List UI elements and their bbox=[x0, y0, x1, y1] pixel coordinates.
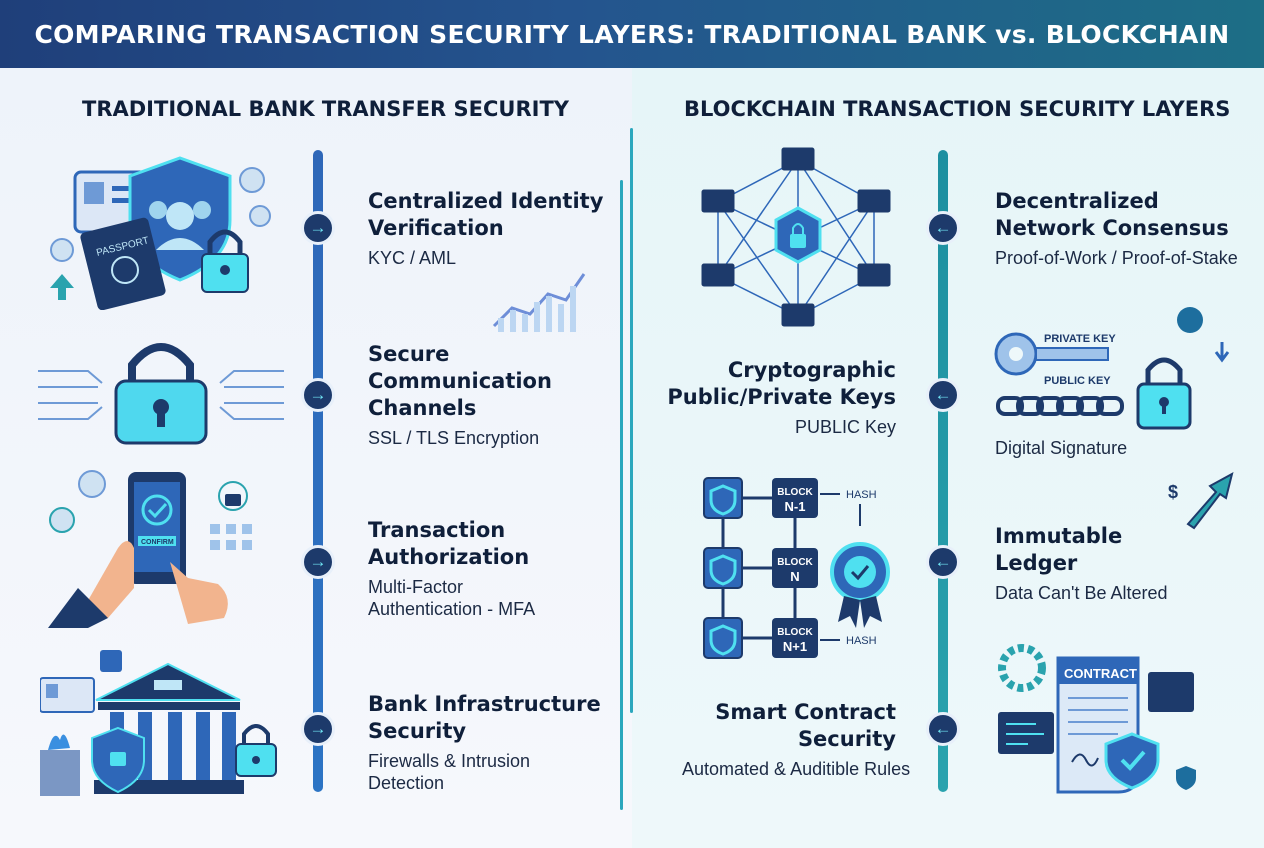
left-node-3-arrow-icon: → bbox=[301, 545, 335, 579]
svg-text:BLOCK: BLOCK bbox=[777, 487, 813, 498]
svg-text:$: $ bbox=[1168, 482, 1178, 502]
svg-text:PRIVATE KEY: PRIVATE KEY bbox=[1044, 333, 1116, 345]
right-step-2-subtitle: PUBLIC Key bbox=[794, 417, 896, 437]
growth-chart-icon bbox=[492, 273, 586, 332]
svg-text:HASH: HASH bbox=[846, 635, 877, 647]
svg-text:CONFIRM: CONFIRM bbox=[141, 539, 174, 546]
center-divider-right bbox=[630, 128, 633, 713]
right-step-1-subtitle: Proof-of-Work / Proof-of-Stake bbox=[995, 248, 1238, 268]
right-node-3-arrow-icon: ← bbox=[926, 545, 960, 579]
network-consensus-icon bbox=[701, 147, 891, 327]
left-node-1-arrow-icon: → bbox=[301, 211, 335, 245]
left-timeline-track bbox=[313, 150, 323, 792]
svg-text:N: N bbox=[790, 569, 799, 584]
svg-text:HASH: HASH bbox=[846, 489, 877, 501]
right-timeline-track bbox=[938, 150, 948, 792]
svg-text:PUBLIC KEY: PUBLIC KEY bbox=[1044, 375, 1111, 387]
right-step-4-subtitle: Automated & Auditible Rules bbox=[682, 759, 911, 779]
svg-text:CONTRACT: CONTRACT bbox=[1064, 666, 1137, 681]
key-chain-icon: PRIVATE KEY PUBLIC KEY bbox=[994, 307, 1230, 430]
svg-text:N-1: N-1 bbox=[785, 499, 806, 514]
page-title: COMPARING TRANSACTION SECURITY LAYERS: T… bbox=[34, 19, 1230, 49]
mfa-phone-icon: CONFIRM bbox=[48, 470, 252, 628]
digital-signature-label: Digital Signature bbox=[995, 438, 1128, 458]
left-section-title: TRADITIONAL BANK TRANSFER SECURITY bbox=[82, 97, 569, 121]
left-node-4-arrow-icon: → bbox=[301, 712, 335, 746]
right-section-title: BLOCKCHAIN TRANSACTION SECURITY LAYERS bbox=[684, 97, 1231, 121]
dollar-growth-icon: $ bbox=[1168, 472, 1234, 530]
smart-contract-icon: CONTRACT bbox=[998, 644, 1196, 794]
identity-verification-icon: PASSPORT bbox=[50, 156, 271, 310]
header-bar: COMPARING TRANSACTION SECURITY LAYERS: T… bbox=[0, 0, 1264, 68]
svg-text:BLOCK: BLOCK bbox=[777, 627, 813, 638]
right-node-4-arrow-icon: ← bbox=[926, 712, 960, 746]
secure-channel-icon bbox=[38, 343, 284, 445]
left-step-2-subtitle: SSL / TLS Encryption bbox=[368, 428, 540, 448]
svg-text:BLOCK: BLOCK bbox=[777, 557, 813, 568]
right-node-1-arrow-icon: ← bbox=[926, 211, 960, 245]
right-step-3-subtitle: Data Can't Be Altered bbox=[995, 583, 1168, 603]
center-divider-left bbox=[620, 180, 623, 810]
left-node-2-arrow-icon: → bbox=[301, 378, 335, 412]
left-step-1-subtitle: KYC / AML bbox=[368, 248, 457, 268]
bank-building-icon bbox=[40, 650, 277, 796]
right-node-2-arrow-icon: ← bbox=[926, 378, 960, 412]
svg-text:N+1: N+1 bbox=[783, 639, 807, 654]
